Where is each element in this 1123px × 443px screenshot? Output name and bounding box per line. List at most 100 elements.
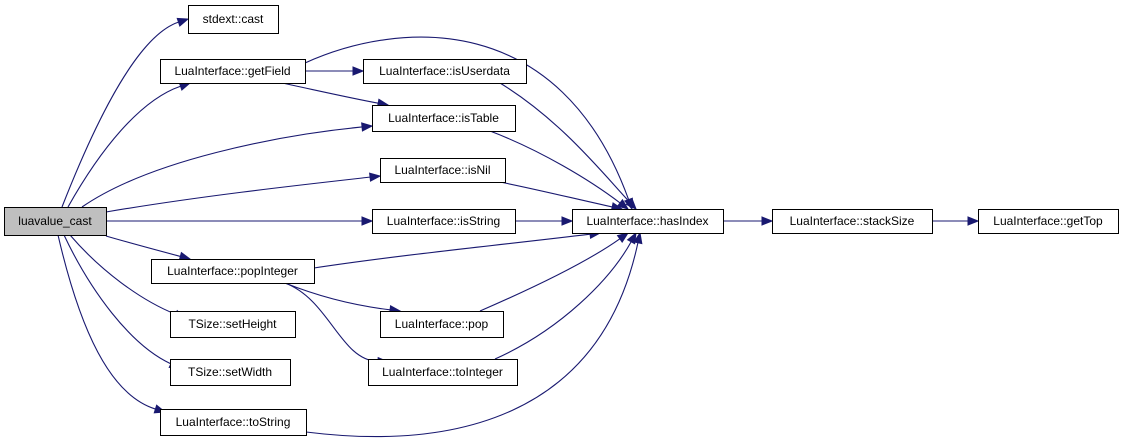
- edge-arrowhead: [967, 216, 980, 226]
- edge-istable-to-hasindex: [489, 130, 630, 210]
- edge-luavalue-cast-to-isstring: [106, 216, 374, 226]
- node-label: LuaInterface::popInteger: [167, 264, 298, 278]
- node-label: TSize::setHeight: [188, 317, 277, 331]
- edge-arrowhead: [369, 172, 382, 182]
- node-getfield[interactable]: LuaInterface::getField: [160, 59, 306, 84]
- edge-line: [105, 235, 181, 257]
- edge-arrowhead: [761, 216, 774, 226]
- node-setwidth[interactable]: TSize::setWidth: [170, 359, 291, 386]
- edge-arrowhead: [361, 122, 374, 132]
- edge-pop-to-hasindex: [479, 232, 630, 312]
- node-tostring[interactable]: LuaInterface::toString: [160, 409, 307, 436]
- node-isnil[interactable]: LuaInterface::isNil: [380, 158, 506, 183]
- node-label: LuaInterface::stackSize: [790, 214, 915, 228]
- node-box[interactable]: [372, 209, 516, 234]
- call-graph-nodes: luavalue_cast stdext::castLuaInterface::g…: [4, 5, 1119, 436]
- edge-isstring-to-hasindex: [515, 216, 574, 226]
- edge-isuserdata-to-hasindex: [499, 82, 637, 210]
- node-label: LuaInterface::isString: [387, 214, 500, 228]
- node-label: LuaInterface::getField: [174, 64, 290, 78]
- edge-line: [81, 126, 363, 208]
- edge-luavalue-cast-to-stdext-cast: [61, 17, 190, 208]
- node-box[interactable]: [363, 59, 527, 84]
- node-box[interactable]: [188, 5, 279, 34]
- edge-line: [499, 82, 630, 203]
- node-box[interactable]: [772, 209, 933, 234]
- edge-line: [305, 242, 639, 438]
- edge-arrowhead: [616, 198, 630, 210]
- edge-tostring-to-hasindex: [305, 231, 643, 438]
- edge-line: [479, 238, 621, 312]
- node-box[interactable]: [978, 209, 1119, 234]
- edge-line: [61, 21, 179, 208]
- edge-line: [489, 130, 621, 204]
- node-box[interactable]: [380, 311, 504, 338]
- node-box[interactable]: [4, 207, 107, 236]
- edge-line: [304, 36, 630, 200]
- node-pop[interactable]: LuaInterface::pop: [380, 311, 504, 338]
- edge-line: [284, 282, 379, 363]
- edge-tointeger-to-hasindex: [494, 231, 637, 360]
- edge-arrowhead: [625, 198, 637, 210]
- node-label: LuaInterface::pop: [395, 317, 489, 331]
- edge-arrowhead: [561, 216, 574, 226]
- node-tointeger[interactable]: LuaInterface::toInteger: [368, 359, 518, 386]
- edge-popinteger-to-hasindex: [313, 229, 602, 269]
- node-setheight[interactable]: TSize::setHeight: [170, 311, 296, 338]
- node-hasindex[interactable]: LuaInterface::hasIndex: [572, 209, 724, 234]
- edge-arrowhead: [616, 232, 630, 243]
- edge-line: [57, 234, 156, 410]
- node-box[interactable]: [170, 311, 296, 338]
- node-isuserdata[interactable]: LuaInterface::isUserdata: [363, 59, 527, 84]
- edge-getfield-to-istable: [281, 82, 390, 108]
- node-box[interactable]: [151, 259, 315, 284]
- node-label: LuaInterface::toString: [176, 415, 291, 429]
- node-label: stdext::cast: [203, 12, 264, 26]
- node-luavalue-cast[interactable]: luavalue_cast: [4, 207, 107, 236]
- edge-line: [284, 282, 391, 311]
- edge-luavalue-cast-to-tostring: [57, 234, 167, 414]
- node-popinteger[interactable]: LuaInterface::popInteger: [151, 259, 315, 284]
- edge-line: [69, 234, 176, 315]
- edge-line: [67, 85, 181, 208]
- edge-line: [105, 176, 371, 213]
- node-label: LuaInterface::isTable: [388, 111, 499, 125]
- edge-arrowhead: [633, 231, 643, 245]
- node-box[interactable]: [160, 59, 306, 84]
- node-istable[interactable]: LuaInterface::isTable: [372, 105, 516, 132]
- node-label: TSize::setWidth: [188, 365, 272, 379]
- node-box[interactable]: [372, 105, 516, 132]
- edge-luavalue-cast-to-istable: [81, 122, 374, 208]
- edge-arrowhead: [626, 231, 637, 245]
- node-label: LuaInterface::toInteger: [382, 365, 503, 379]
- edge-getfield-to-isuserdata: [305, 66, 365, 76]
- edge-luavalue-cast-to-setwidth: [63, 234, 182, 369]
- edge-line: [281, 82, 379, 104]
- edge-popinteger-to-tointeger: [284, 282, 390, 367]
- node-stdext-cast[interactable]: stdext::cast: [188, 5, 279, 34]
- node-box[interactable]: [368, 359, 518, 386]
- call-graph-edges: [57, 17, 980, 438]
- edge-stacksize-to-gettop: [932, 216, 980, 226]
- edge-luavalue-cast-to-getfield: [67, 81, 192, 208]
- node-box[interactable]: [160, 409, 307, 436]
- edge-arrowhead: [361, 216, 374, 226]
- edge-hasindex-to-stacksize: [723, 216, 774, 226]
- edge-luavalue-cast-to-isnil: [105, 172, 382, 213]
- node-label: LuaInterface::hasIndex: [586, 214, 708, 228]
- edge-arrowhead: [352, 66, 365, 76]
- edge-isnil-to-hasindex: [499, 181, 624, 212]
- node-box[interactable]: [380, 158, 506, 183]
- node-stacksize[interactable]: LuaInterface::stackSize: [772, 209, 933, 234]
- node-box[interactable]: [170, 359, 291, 386]
- node-label: LuaInterface::isNil: [394, 163, 490, 177]
- node-gettop[interactable]: LuaInterface::getTop: [978, 209, 1119, 234]
- node-isstring[interactable]: LuaInterface::isString: [372, 209, 516, 234]
- node-label: LuaInterface::getTop: [993, 214, 1103, 228]
- node-label: LuaInterface::isUserdata: [379, 64, 510, 78]
- edge-line: [313, 233, 591, 269]
- edge-line: [499, 181, 613, 208]
- edge-line: [63, 234, 172, 365]
- node-box[interactable]: [572, 209, 724, 234]
